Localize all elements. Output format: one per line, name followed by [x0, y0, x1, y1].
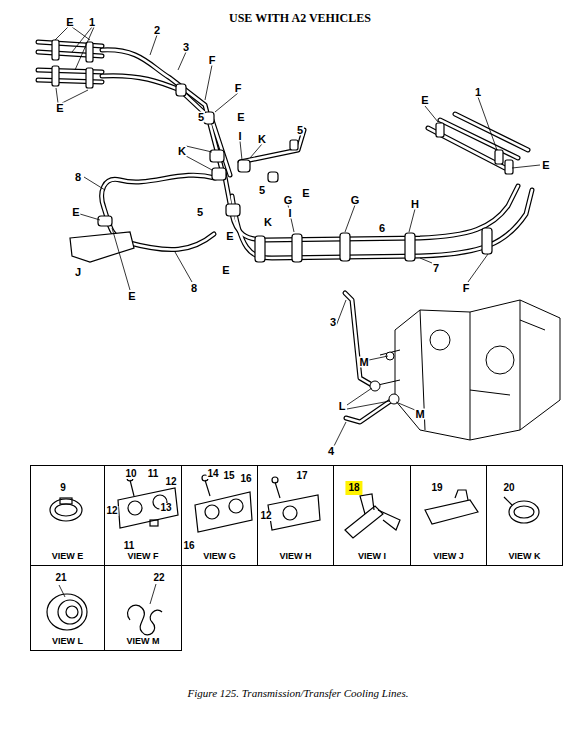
callout-number: 10 — [124, 469, 137, 479]
callout-letter: 8 — [74, 172, 82, 183]
view-cell: 20VIEW K — [486, 465, 563, 566]
callout-letter: G — [283, 195, 294, 206]
callout-letter: E — [225, 231, 234, 242]
callout-letter: 5 — [258, 185, 266, 196]
callout-letter: 7 — [432, 263, 440, 274]
callout-letter: 5 — [296, 125, 304, 136]
callout-letter: L — [338, 401, 347, 412]
view-label: VIEW E — [31, 552, 104, 561]
callout-number: 11 — [123, 541, 136, 551]
view-cell: 22VIEW M — [104, 565, 182, 651]
diagram-title: USE WITH A2 VEHICLES — [229, 12, 371, 24]
callout-letter: E — [301, 188, 310, 199]
view-label: VIEW F — [105, 552, 181, 561]
callout-letter: E — [71, 207, 80, 218]
callout-letter: F — [462, 283, 471, 294]
view-cell: 19VIEW J — [410, 465, 487, 566]
callout-letter: 2 — [153, 25, 161, 36]
view-label: VIEW L — [31, 637, 104, 646]
callout-number: 17 — [295, 471, 308, 481]
callout-letter: 3 — [329, 317, 337, 328]
callout-letter: K — [257, 134, 267, 145]
callout-letter: K — [263, 217, 273, 228]
callout-number: 20 — [502, 483, 515, 493]
callout-letter: K — [177, 146, 187, 157]
callout-letter: 1 — [88, 17, 96, 28]
callout-letter: E — [236, 112, 245, 123]
view-cell: 21VIEW L — [30, 565, 105, 651]
view-cell: 10 11 12 13 11 12VIEW F — [104, 465, 182, 566]
view-cell: 14151616VIEW G — [181, 465, 258, 566]
figure-caption: Figure 125. Transmission/Transfer Coolin… — [188, 688, 409, 699]
callout-number: 9 — [59, 483, 67, 493]
callout-number: 12 — [164, 477, 177, 487]
callout-number: 19 — [430, 483, 443, 493]
view-label: VIEW H — [258, 552, 333, 561]
callout-number: 16 — [239, 474, 252, 484]
callout-letter: M — [358, 357, 369, 368]
callout-letter: E — [55, 103, 64, 114]
callout-number: 11 — [147, 469, 160, 479]
callout-number: 12 — [259, 511, 272, 521]
callout-letter: 4 — [327, 446, 335, 457]
callout-letter: E — [65, 17, 74, 28]
view-label: VIEW G — [182, 552, 257, 561]
callout-letter: H — [410, 199, 420, 210]
callout-letter: 3 — [182, 42, 190, 53]
callout-letter: G — [350, 195, 361, 206]
callout-number: 22 — [152, 573, 165, 583]
callout-letter: F — [234, 83, 243, 94]
callout-number: 18 — [345, 481, 362, 495]
callout-letter: 5 — [197, 112, 205, 123]
callout-number: 21 — [54, 573, 67, 583]
view-label: VIEW I — [334, 552, 410, 561]
callout-letter: 1 — [474, 87, 482, 98]
callout-letter: E — [221, 265, 230, 276]
view-label: VIEW J — [411, 552, 486, 561]
view-cell: 18VIEW I — [333, 465, 411, 566]
callout-number: 12 — [105, 506, 118, 516]
callout-letter: I — [287, 208, 292, 219]
callout-letter: E — [127, 291, 136, 302]
view-label: VIEW M — [105, 637, 181, 646]
callout-number: 13 — [159, 503, 172, 513]
callout-letter: 5 — [196, 207, 204, 218]
callout-number: 16 — [182, 541, 195, 551]
callout-letter: E — [420, 95, 429, 106]
view-label: VIEW K — [487, 552, 562, 561]
callout-letter: F — [208, 55, 217, 66]
callout-letter: 6 — [378, 223, 386, 234]
callout-letter: 8 — [190, 283, 198, 294]
callout-letter: E — [541, 160, 550, 171]
callout-letter: I — [237, 131, 242, 142]
view-cell: 17 12VIEW H — [257, 465, 334, 566]
callout-letter: M — [414, 409, 425, 420]
callout-letter: J — [74, 267, 82, 278]
callout-number: 15 — [222, 471, 235, 481]
callout-number: 14 — [206, 469, 219, 479]
view-cell: 9VIEW E — [30, 465, 105, 566]
